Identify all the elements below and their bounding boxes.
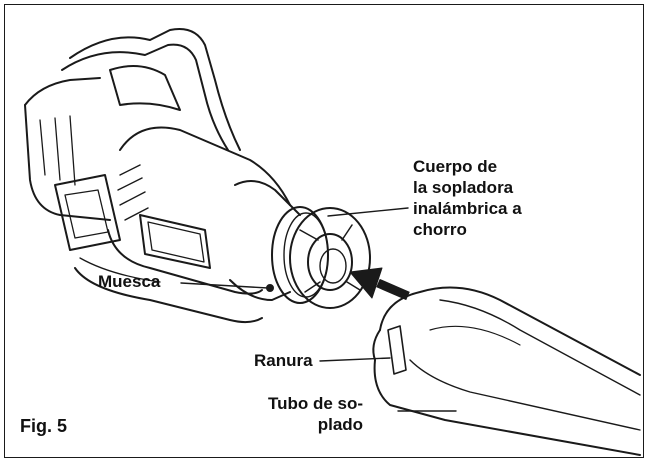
blower-body-drawing — [24, 28, 371, 324]
label-blower-body-line: chorro — [413, 220, 467, 239]
leader-slot — [319, 357, 391, 362]
label-notch: Muesca — [98, 272, 161, 291]
leader-lines — [180, 207, 457, 412]
figure-number: Fig. 5 — [20, 416, 68, 436]
leader-body — [327, 207, 409, 217]
label-blow-tube-line: plado — [317, 415, 364, 434]
blow-tube-drawing — [372, 286, 641, 456]
label-blow-tube-line: Tubo de so- — [268, 394, 364, 413]
label-blower-body-line: Cuerpo de — [413, 157, 498, 176]
leader-notch — [180, 282, 269, 289]
insertion-arrow — [349, 267, 410, 301]
figure-frame — [4, 4, 644, 458]
label-blow-tube: Tubo de so- plado — [268, 393, 363, 435]
label-blower-body-line: inalámbrica a — [413, 199, 522, 218]
label-blower-body: Cuerpo de la sopladora inalámbrica a cho… — [413, 156, 522, 240]
label-blower-body-line: la sopladora — [413, 178, 514, 197]
label-slot: Ranura — [254, 351, 313, 370]
